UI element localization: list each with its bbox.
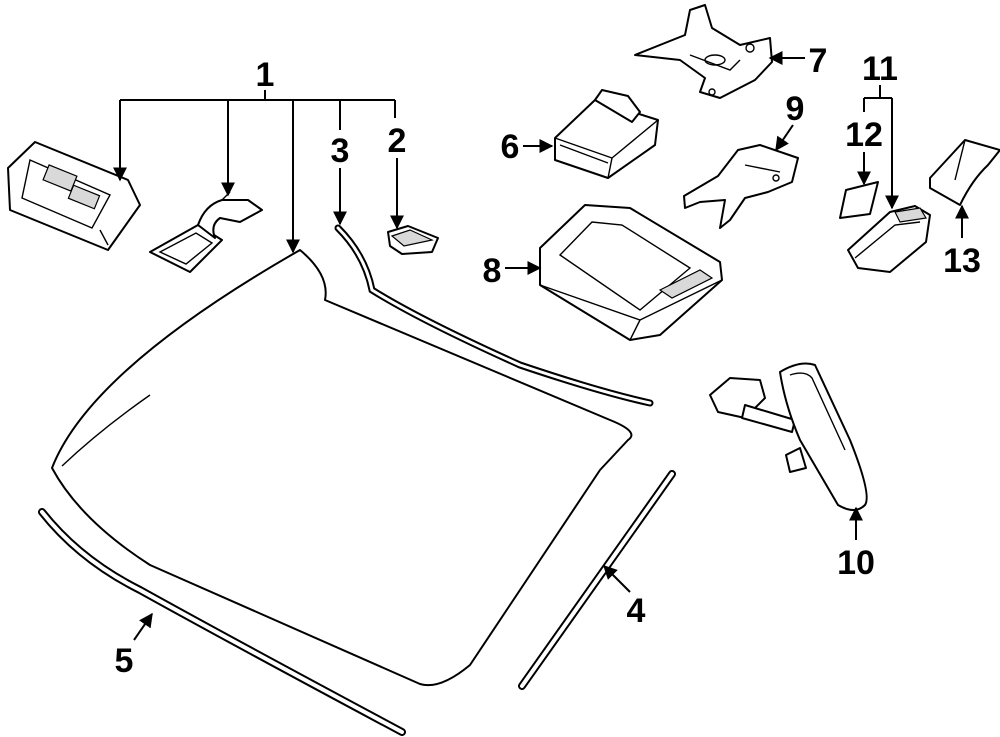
sensor-module-bracket[interactable] [7,141,141,251]
callout-labels: 1 2 3 4 5 6 7 8 9 10 11 12 13 [115,42,981,680]
callout-7: 7 [809,42,828,80]
rear-view-mirror[interactable] [709,362,868,511]
callout-12: 12 [845,116,883,154]
callout-4: 4 [627,592,646,630]
callout-6: 6 [501,128,520,166]
mounting-bracket[interactable] [634,4,773,99]
control-module[interactable] [554,89,659,179]
trim-cover[interactable] [929,139,1000,206]
map-lamp[interactable] [847,205,931,273]
callout-9: 9 [786,90,805,128]
leader-lines [113,51,969,641]
overhead-console[interactable] [539,204,723,341]
callout-11: 11 [862,50,898,88]
callout-8: 8 [483,252,502,290]
rain-sensor[interactable] [149,191,263,273]
callout-2: 2 [388,122,407,160]
callout-3: 3 [331,132,350,170]
upper-molding[interactable] [334,224,654,407]
callout-10: 10 [837,544,875,582]
lower-molding[interactable] [38,508,406,736]
windshield-glass[interactable] [51,249,633,687]
support-bracket[interactable] [683,144,799,229]
lamp-lens[interactable] [839,181,879,219]
side-molding[interactable] [518,470,676,690]
callout-13: 13 [943,242,981,280]
callout-5: 5 [115,642,134,680]
sensor-cover[interactable] [387,225,439,255]
callout-1: 1 [256,56,275,94]
